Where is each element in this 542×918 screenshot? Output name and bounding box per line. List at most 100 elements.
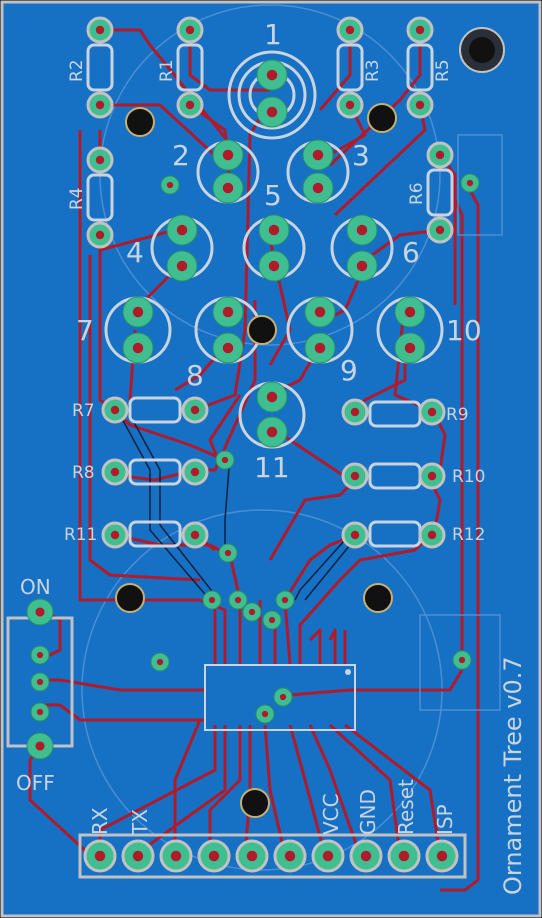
led-label-5: 5 [264,179,282,212]
resistor-pad [101,521,129,549]
resistor-pad [406,16,434,44]
led-pad [258,214,290,246]
via [262,610,282,630]
resistor-pad [181,458,209,486]
via [242,602,262,622]
led-pad [394,296,426,328]
led-label-10: 10 [446,314,482,347]
via [202,590,222,610]
via [452,650,472,670]
resistor-pad [176,16,204,44]
pin-label-isp: ISP [433,804,457,835]
resistor-pad [86,16,114,44]
led-label-1: 1 [264,18,282,51]
led-pad [122,332,154,364]
ic-chip-outline [204,664,356,731]
led-label-7: 7 [76,314,94,347]
via [215,450,235,470]
resistor-pad [341,398,369,426]
led-pad [212,296,244,328]
led-pad [304,332,336,364]
resistor-pad [86,221,114,249]
via [255,704,275,724]
resistor-pad [101,396,129,424]
pin-label-rx: RX [88,807,112,835]
switch-pin [26,598,54,626]
resistor-pad [426,141,454,169]
via [460,173,480,193]
led-pad [304,296,336,328]
led-pad [212,332,244,364]
led-label-11: 11 [254,451,290,484]
led-label-2: 2 [172,139,190,172]
resistor-label-r11: R11 [64,525,97,545]
mounting-holes [115,27,505,818]
resistor-pad [418,462,446,490]
resistor-pad [418,521,446,549]
resistor-label-r8: R8 [72,463,95,483]
header-pin [121,839,155,873]
resistor-pad [336,91,364,119]
pads-layer [26,16,480,873]
switch-on-label: ON [20,575,51,599]
led-numbers: 1 2 3 4 5 6 7 8 9 10 11 [76,18,482,484]
header-pin [83,839,117,873]
resistor-label-r6: R6 [407,182,427,205]
pin-label-tx: TX [128,809,152,836]
via [275,590,295,610]
resistor-label-r1: R1 [157,59,177,82]
header-pin [387,839,421,873]
resistor-pad [181,521,209,549]
header-pin-labels: RX TX VCC GND Reset ISP [88,779,457,836]
resistor-pad [341,462,369,490]
header-pin [235,839,269,873]
switch-pin [30,672,50,692]
header-pin [349,839,383,873]
resistor-label-r4: R4 [67,187,87,210]
led-pad [302,172,334,204]
resistor-label-r9: R9 [446,405,469,425]
header-pin [273,839,307,873]
resistor-label-r5: R5 [433,59,453,82]
led-pad [346,250,378,282]
led-pad [256,381,288,413]
via [273,687,293,707]
via [150,652,170,672]
led-label-3: 3 [352,139,370,172]
resistor-label-r3: R3 [363,59,383,82]
pin-label-vcc: VCC [319,793,343,835]
resistor-pad [406,91,434,119]
fine-traces [119,414,351,601]
sensor-outline [457,134,503,236]
header-pin [311,839,345,873]
header-pin [197,839,231,873]
led-pad [346,214,378,246]
led-pad [256,96,288,128]
resistor-label-r10: R10 [452,467,485,487]
switch-pin [30,702,50,722]
via [218,543,238,563]
resistor-bodies [86,43,454,548]
led-label-4: 4 [126,236,144,269]
resistor-labels: R2 R1 R3 R5 R4 R6 R7 R8 R11 R9 R10 R12 [64,59,485,545]
resistor-pad [176,91,204,119]
led-pad [122,296,154,328]
resistor-pad [341,521,369,549]
led-pad [258,250,290,282]
resistor-pad [86,146,114,174]
led-pad [394,332,426,364]
resistor-pad [101,458,129,486]
led-pad [256,59,288,91]
board-title: Ornament Tree v0.7 [499,656,527,895]
led-label-8: 8 [186,359,204,392]
resistor-label-r12: R12 [452,525,485,545]
led-label-9: 9 [340,354,358,387]
pin-label-reset: Reset [394,779,418,835]
via [228,590,248,610]
ic-pin1-marker [345,669,351,675]
resistor-label-r7: R7 [72,401,95,421]
header-pin [425,839,459,873]
resistor-pad [86,91,114,119]
via [160,175,180,195]
resistor-pad [181,396,209,424]
